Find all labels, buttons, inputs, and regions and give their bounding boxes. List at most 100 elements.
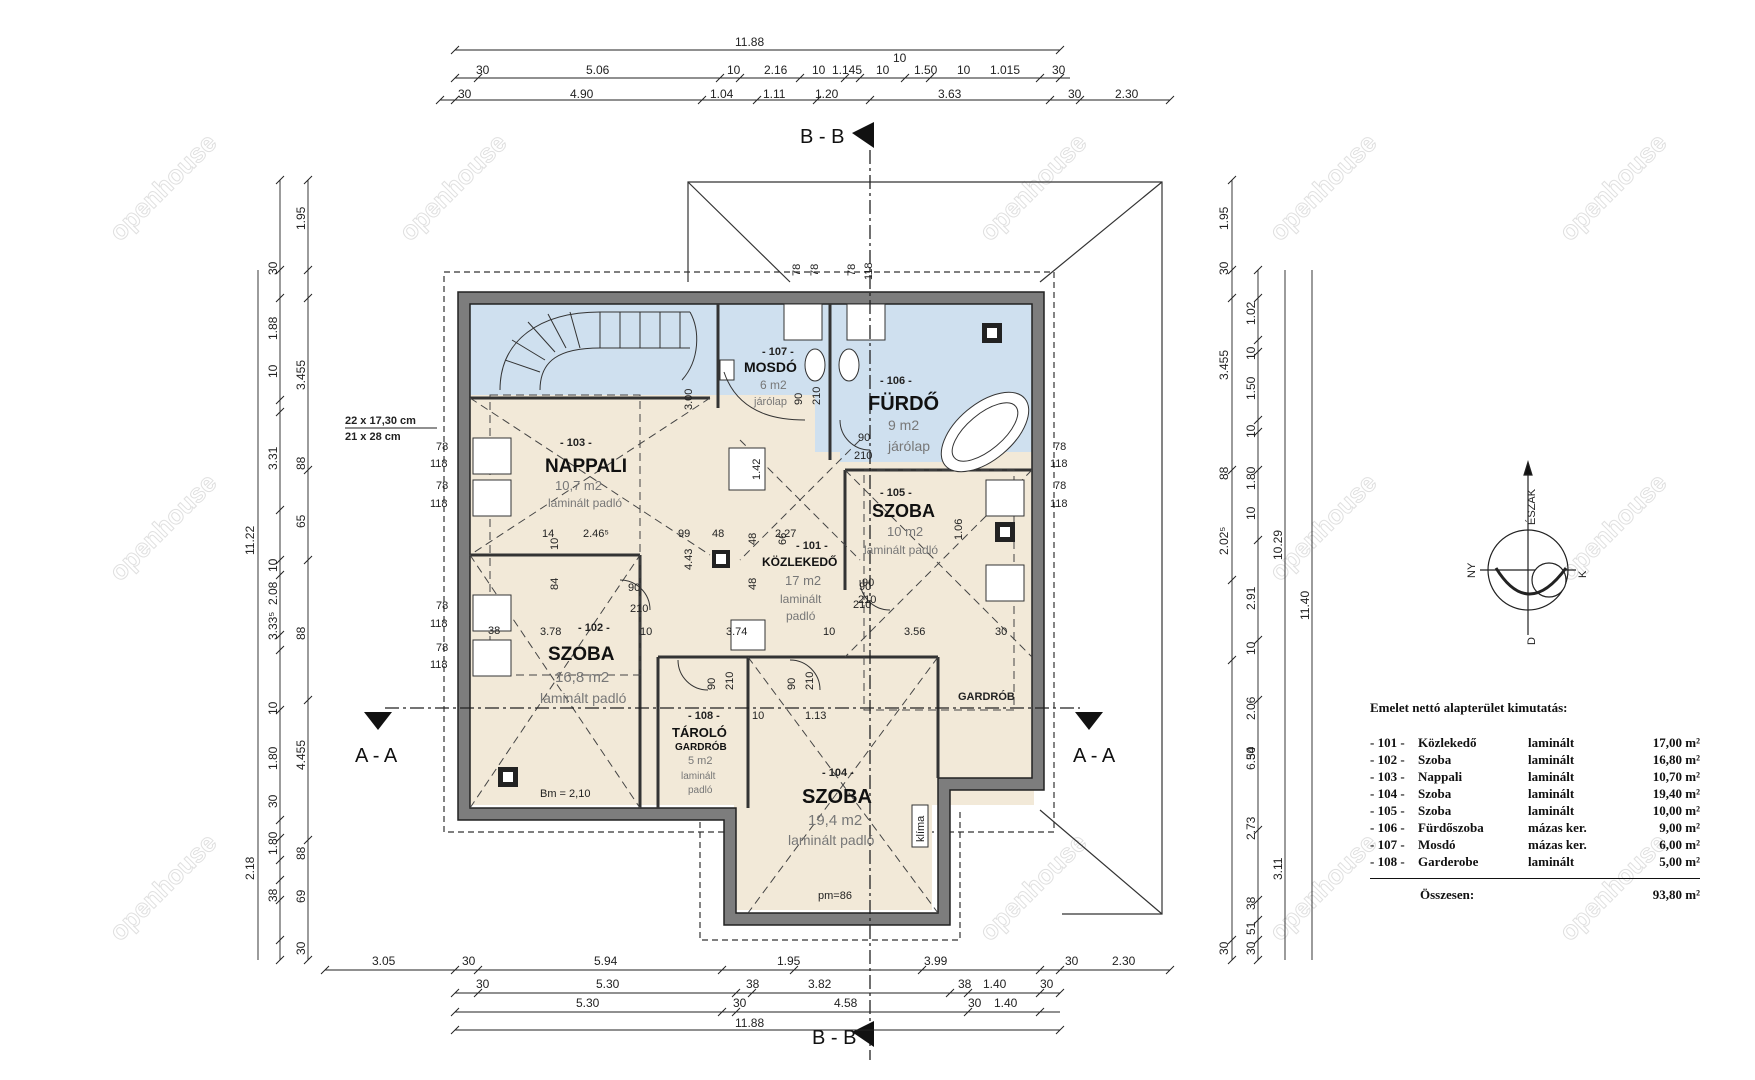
- room-108-floor2: padló: [688, 785, 713, 796]
- row-name: Nappali: [1418, 769, 1463, 784]
- dimension-tick: [812, 95, 822, 105]
- idim-9: 78: [809, 264, 821, 276]
- dimension-tick: [275, 895, 285, 905]
- dim-left-outer-1: 2.18: [243, 856, 257, 880]
- dimension-tick: [963, 1007, 973, 1017]
- dim-right-inner-9: 30: [1244, 746, 1258, 760]
- dimension-tick: [747, 988, 757, 998]
- dim-right-mid2-3: 2.91: [1244, 586, 1258, 610]
- row-area: 16,80 m²: [1652, 752, 1700, 767]
- dimension-tick: [1227, 655, 1237, 665]
- dim-top-r3-2: 1.04: [710, 87, 734, 101]
- dimension-tick: [275, 855, 285, 865]
- dimension-tick: [1253, 955, 1263, 965]
- row-num: - 102 -: [1370, 752, 1405, 767]
- room-104-floor: laminált padló: [788, 832, 875, 848]
- dimension-tick: [275, 645, 285, 655]
- window-note-2: 21 x 28 cm: [345, 431, 401, 443]
- section-aa-left: A - A: [355, 745, 398, 767]
- dimension-tick: [275, 395, 285, 405]
- section-bb-bottom: B - B: [812, 1027, 856, 1049]
- dim-top-r3-7: 2.30: [1115, 87, 1139, 101]
- dimension-tick: [275, 833, 285, 843]
- compass-south-label: D: [1526, 637, 1538, 645]
- idim-4: 78: [436, 600, 448, 612]
- dim-bot-r2-4: 1.40: [983, 977, 1007, 991]
- dimension-tick: [1227, 955, 1237, 965]
- idim-11: 118: [863, 262, 875, 280]
- room-102-floor: laminált padló: [540, 690, 627, 706]
- room-101-area: 17 m2: [785, 573, 821, 588]
- dim-left-inner-6: 88: [294, 626, 308, 640]
- dim-left-inner-1: 1.88: [266, 316, 280, 340]
- dim-right-inner-0: 30: [1217, 261, 1231, 275]
- idim-39: 210: [724, 672, 736, 690]
- dimension-tick: [275, 705, 285, 715]
- idim-15: 118: [1050, 498, 1068, 510]
- area-total-value: 93,80 m²: [1652, 887, 1700, 902]
- dim-top-r2-2: 10: [727, 63, 741, 77]
- dim-bot-r3-2: 4.58: [834, 996, 858, 1010]
- dim-bot-r4-0: 11.88: [735, 1016, 764, 1030]
- idim-51: 210: [858, 594, 876, 606]
- row-floor: laminált: [1528, 854, 1575, 869]
- dimension-tick: [865, 95, 875, 105]
- idim-44: 4.43: [683, 549, 695, 570]
- dimension-tick: [450, 45, 460, 55]
- vent-inner: [503, 328, 1010, 782]
- dimension-tick: [1227, 265, 1237, 275]
- dims-bottom: 3.05 30 5.94 1.95 3.82 3.99 30 2.30 30 5…: [372, 954, 1136, 1030]
- dimension-tick: [1253, 895, 1263, 905]
- dim-left-inner-4: 65: [294, 514, 308, 528]
- dim-top-r2-1: 5.06: [586, 63, 610, 77]
- dimension-tick: [1055, 988, 1065, 998]
- area-total-label: Összesen:: [1420, 887, 1475, 902]
- dim-bot-r3-0: 5.30: [576, 996, 600, 1010]
- dim-right-outer-1: 3.11: [1271, 857, 1285, 880]
- dims-right: 11.40 3.11 10.29 6.54 1.95 3.455 2.02⁵ 2…: [1217, 206, 1312, 955]
- row-name: Szoba: [1418, 752, 1452, 767]
- dim-right-inner-7: 88: [1217, 466, 1231, 480]
- idim-37: 38: [488, 625, 500, 637]
- section-bb-top: B - B: [800, 126, 844, 148]
- dimension-tick: [275, 293, 285, 303]
- watermark-10: openhouse: [973, 827, 1092, 946]
- dimension-tick: [1165, 95, 1175, 105]
- room-102-name: SZOBA: [548, 644, 615, 665]
- room-106-floor: járólap: [887, 438, 930, 454]
- doors: [619, 419, 891, 691]
- row-area: 9,00 m²: [1659, 820, 1700, 835]
- dimension-tick: [275, 265, 285, 275]
- row-area: 19,40 m²: [1652, 786, 1700, 801]
- row-floor: laminált: [1528, 735, 1575, 750]
- row-name: Garderobe: [1418, 854, 1479, 869]
- dimension-tick: [450, 1025, 460, 1035]
- dim-left-inner-12: 38: [266, 888, 280, 902]
- watermark-8: openhouse: [1553, 467, 1672, 586]
- dim-left-inner-13: 69: [294, 889, 308, 903]
- dimension-tick: [275, 570, 285, 580]
- watermark-6: openhouse: [103, 467, 222, 586]
- dim-top-total: 11.88: [735, 35, 764, 49]
- dimension-tick: [1035, 988, 1045, 998]
- room-105-name: SZOBA: [872, 501, 935, 521]
- dim-bot-r1-4: 3.82: [808, 977, 832, 991]
- idim-34: 10: [823, 626, 835, 638]
- dim-top-r2-9: 1.015: [990, 63, 1020, 77]
- room-107-area: 6 m2: [760, 378, 787, 392]
- dim-right-mid2-2: 2.02⁵: [1217, 527, 1231, 555]
- watermark-1: openhouse: [103, 127, 222, 246]
- dim-top-r3-5: 3.63: [938, 87, 962, 101]
- dim-left-inner-8: 1.80: [266, 746, 280, 770]
- dimension-tick: [1253, 415, 1263, 425]
- bath-fixtures: [719, 348, 1030, 473]
- dimension-tick: [1227, 175, 1237, 185]
- bm-label: Bm = 2,10: [540, 788, 590, 800]
- room-106-code: - 106 -: [880, 375, 912, 387]
- dimension-tick: [1227, 935, 1237, 945]
